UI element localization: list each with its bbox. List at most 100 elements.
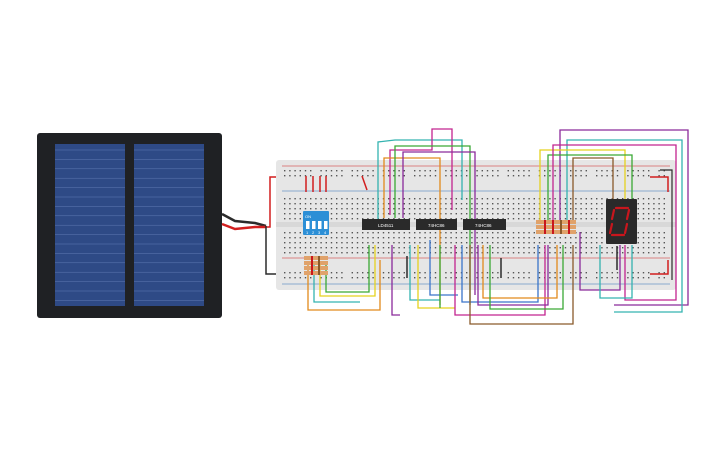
breadboard-hole[interactable] [419, 272, 421, 274]
breadboard-hole[interactable] [460, 208, 463, 210]
breadboard-hole[interactable] [377, 247, 379, 249]
breadboard-hole[interactable] [658, 203, 660, 205]
breadboard-hole[interactable] [424, 252, 426, 254]
breadboard-hole[interactable] [606, 272, 608, 274]
breadboard-hole[interactable] [336, 252, 338, 254]
breadboard-hole[interactable] [299, 247, 301, 249]
breadboard-hole[interactable] [320, 203, 322, 205]
breadboard-hole[interactable] [403, 208, 405, 210]
breadboard-hole[interactable] [388, 170, 390, 172]
breadboard-hole[interactable] [533, 203, 535, 205]
breadboard-hole[interactable] [341, 242, 343, 244]
breadboard-hole[interactable] [585, 252, 587, 254]
breadboard-hole[interactable] [351, 272, 353, 274]
breadboard-hole[interactable] [325, 198, 327, 200]
breadboard-hole[interactable] [492, 252, 494, 254]
breadboard-hole[interactable] [554, 277, 556, 279]
breadboard-hole[interactable] [653, 218, 655, 220]
breadboard-hole[interactable] [486, 232, 489, 234]
breadboard-hole[interactable] [476, 272, 478, 274]
breadboard-hole[interactable] [351, 175, 353, 177]
breadboard-hole[interactable] [440, 208, 442, 210]
breadboard-hole[interactable] [336, 198, 338, 200]
breadboard-hole[interactable] [658, 247, 660, 249]
breadboard-hole[interactable] [497, 208, 499, 210]
breadboard-hole[interactable] [585, 170, 587, 172]
breadboard-hole[interactable] [403, 203, 405, 205]
breadboard-hole[interactable] [507, 272, 509, 274]
breadboard-hole[interactable] [336, 277, 338, 279]
wire-green-5[interactable] [489, 245, 564, 310]
jumper-red-right-top[interactable] [650, 176, 669, 192]
breadboard-hole[interactable] [382, 277, 385, 279]
breadboard-hole[interactable] [575, 208, 577, 210]
solar-lead-red[interactable] [221, 222, 266, 231]
rail-jumpers[interactable] [305, 169, 673, 280]
breadboard-hole[interactable] [476, 198, 478, 200]
breadboard-hole[interactable] [429, 170, 431, 172]
breadboard-hole[interactable] [429, 175, 431, 177]
breadboard-hole[interactable] [648, 252, 650, 254]
breadboard-hole[interactable] [486, 198, 489, 200]
breadboard-hole[interactable] [585, 242, 587, 244]
breadboard-hole[interactable] [559, 237, 561, 239]
breadboard-hole[interactable] [351, 198, 353, 200]
breadboard-hole[interactable] [518, 247, 520, 249]
breadboard-hole[interactable] [523, 198, 525, 200]
breadboard-hole[interactable] [450, 213, 452, 215]
breadboard-hole[interactable] [585, 232, 587, 234]
breadboard-hole[interactable] [590, 203, 593, 205]
breadboard-hole[interactable] [580, 247, 582, 249]
breadboard-hole[interactable] [596, 170, 598, 172]
breadboard-hole[interactable] [523, 218, 525, 220]
breadboard-hole[interactable] [388, 252, 390, 254]
breadboard-hole[interactable] [466, 247, 468, 249]
breadboard-hole[interactable] [424, 277, 426, 279]
breadboard-hole[interactable] [492, 232, 494, 234]
breadboard-hole[interactable] [284, 237, 286, 239]
breadboard-hole[interactable] [372, 203, 374, 205]
breadboard-hole[interactable] [606, 175, 608, 177]
breadboard-hole[interactable] [450, 277, 452, 279]
breadboard-hole[interactable] [512, 232, 515, 234]
breadboard-hole[interactable] [304, 198, 307, 200]
breadboard-hole[interactable] [284, 175, 286, 177]
breadboard-hole[interactable] [549, 252, 551, 254]
breadboard-hole[interactable] [570, 218, 572, 220]
breadboard-hole[interactable] [512, 247, 515, 249]
breadboard-hole[interactable] [382, 247, 385, 249]
breadboard-hole[interactable] [388, 218, 390, 220]
breadboard-hole[interactable] [440, 242, 442, 244]
breadboard-hole[interactable] [466, 242, 468, 244]
breadboard-hole[interactable] [512, 175, 515, 177]
breadboard-hole[interactable] [642, 208, 645, 210]
breadboard-hole[interactable] [403, 198, 405, 200]
breadboard-hole[interactable] [590, 213, 593, 215]
breadboard-hole[interactable] [533, 208, 535, 210]
breadboard-hole[interactable] [362, 208, 364, 210]
breadboard-hole[interactable] [294, 218, 296, 220]
breadboard-hole[interactable] [419, 242, 421, 244]
breadboard-hole[interactable] [648, 175, 650, 177]
breadboard-hole[interactable] [429, 232, 431, 234]
breadboard-hole[interactable] [414, 170, 416, 172]
breadboard-hole[interactable] [564, 203, 567, 205]
breadboard-hole[interactable] [492, 218, 494, 220]
breadboard-hole[interactable] [310, 252, 312, 254]
breadboard-hole[interactable] [580, 198, 582, 200]
breadboard-hole[interactable] [575, 213, 577, 215]
breadboard-hole[interactable] [575, 175, 577, 177]
breadboard-hole[interactable] [653, 252, 655, 254]
breadboard-hole[interactable] [466, 203, 468, 205]
breadboard-hole[interactable] [330, 208, 333, 210]
breadboard-hole[interactable] [512, 203, 515, 205]
resistor-array-right[interactable] [536, 220, 576, 234]
breadboard-hole[interactable] [440, 232, 442, 234]
breadboard-hole[interactable] [450, 272, 452, 274]
breadboard-hole[interactable] [466, 232, 468, 234]
breadboard-hole[interactable] [393, 198, 395, 200]
breadboard-hole[interactable] [512, 252, 515, 254]
breadboard-hole[interactable] [590, 218, 593, 220]
breadboard-hole[interactable] [616, 170, 619, 172]
breadboard-hole[interactable] [455, 198, 457, 200]
